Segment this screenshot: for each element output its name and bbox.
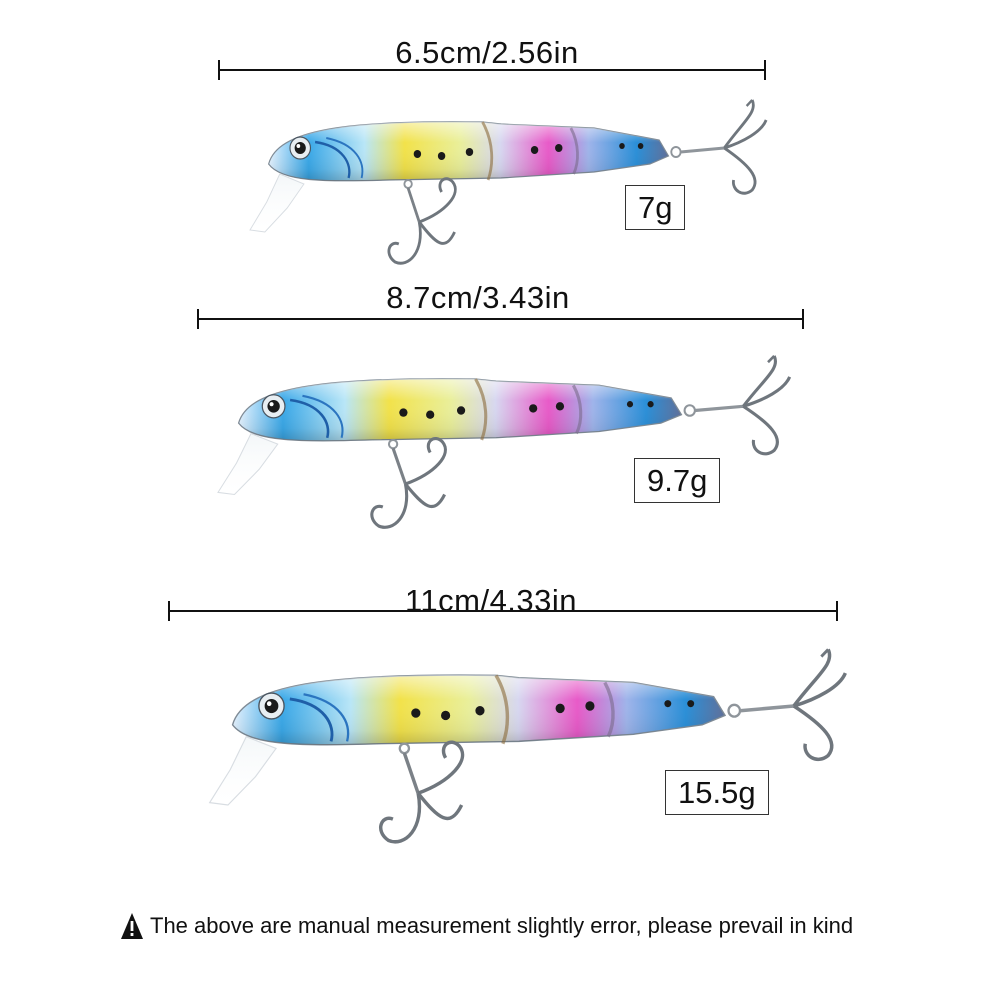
weight-label-3: 15.5g [665,770,769,815]
fishing-lure-image-1 [248,98,768,265]
weight-label-1: 7g [625,185,686,230]
dimension-line-1 [218,60,766,80]
dimension-line-3 [168,601,838,621]
warning-icon [121,913,143,939]
length-label-2: 8.7cm/3.43in [386,280,570,315]
length-label-1: 6.5cm/2.56in [395,35,579,70]
dimension-line-2 [197,309,804,329]
fishing-lure-image-2 [216,354,792,529]
disclaimer-text: The above are manual measurement slightl… [150,913,854,938]
weight-label-2: 9.7g [634,458,721,503]
measurement-disclaimer: The above are manual measurement slightl… [120,912,853,940]
fishing-lure-image-3 [207,647,848,844]
